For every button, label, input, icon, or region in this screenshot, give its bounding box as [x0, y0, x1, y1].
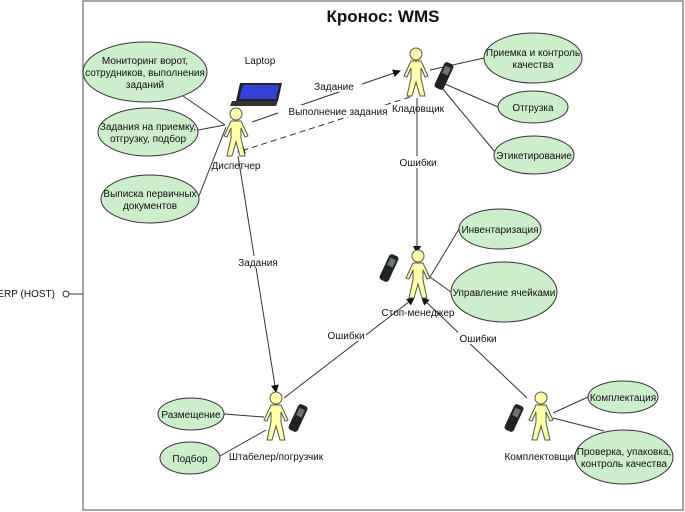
- use-case-label: Управление ячейками: [453, 288, 556, 299]
- use-case-label: Задания на приемку,: [100, 122, 196, 133]
- edge-label-errors-3: Ошибки: [459, 333, 496, 345]
- actor-stop-manager: Стоп-менеджер: [378, 249, 455, 319]
- use-case-label: сотрудников, выполнения: [85, 68, 205, 79]
- laptop-label: Laptop: [245, 56, 276, 67]
- use-case-ellipse: [587, 380, 659, 414]
- use-case-ellipse: [157, 397, 225, 431]
- use-case-ellipse: [458, 208, 542, 250]
- use-case-shipping: Отгрузка: [497, 90, 569, 124]
- use-case-labeling: Этикетирование: [493, 135, 575, 175]
- use-case-label: Отгрузка: [512, 103, 554, 114]
- use-case-label: Приемка и контроль: [486, 48, 580, 59]
- use-case-label: документов: [123, 201, 177, 212]
- edge-task: [251, 69, 401, 123]
- use-case-tasks: Задания на приемку,отгрузку, подбор: [97, 107, 199, 157]
- edge-errors-2: [283, 297, 415, 399]
- use-case-kitting: Комплектация: [587, 380, 659, 414]
- use-case-placement: Размещение: [157, 397, 225, 431]
- use-case-label: Размещение: [161, 410, 221, 421]
- use-case-ellipse: [450, 261, 558, 323]
- use-case-ellipse: [159, 441, 221, 475]
- use-case-cells: Управление ячейками: [450, 261, 558, 323]
- use-case-label: отгрузку, подбор: [110, 133, 187, 145]
- edge-label-task-done: Выполнение задания: [288, 107, 387, 118]
- use-case-ellipse: [100, 174, 200, 224]
- associations: [182, 57, 605, 457]
- erp-label: ERP (HOST): [0, 289, 55, 300]
- use-case-inventory: Инвентаризация: [458, 208, 542, 250]
- edge-label-errors-2: Ошибки: [327, 330, 364, 342]
- use-case-checking: Проверка, упаковка,контроль качества: [574, 429, 674, 485]
- edge-tasks: [237, 155, 279, 393]
- actor-label: Диспетчер: [212, 161, 261, 172]
- laptop-icon: [230, 83, 282, 106]
- use-case-ellipse: [483, 32, 583, 84]
- use-case-label: Инвентаризация: [461, 225, 538, 236]
- use-case-ellipse: [493, 135, 575, 175]
- actor-dispatcher: Диспетчер: [212, 107, 261, 172]
- use-case-label: Этикетирование: [496, 151, 572, 162]
- use-case-label: Выписка первичных: [103, 189, 196, 200]
- use-case-label: Подбор: [172, 453, 208, 465]
- edge-label-errors-1: Ошибки: [399, 157, 436, 169]
- edge-label-tasks: Задания: [238, 258, 278, 269]
- use-case-label: Комплектация: [590, 393, 656, 404]
- actor-label: Стоп-менеджер: [382, 308, 455, 319]
- use-case-ellipse: [97, 107, 199, 157]
- use-case-ellipse: [497, 90, 569, 124]
- diagram-title: Кронос: WMS: [327, 7, 440, 26]
- use-case-ellipse: [82, 41, 208, 103]
- edge-errors-3: [421, 297, 528, 399]
- use-case-monitoring: Мониторинг ворот,сотрудников, выполнения…: [82, 41, 208, 103]
- erp-interface-icon: [62, 290, 70, 298]
- actor-label: Комплектовщик: [504, 452, 578, 463]
- use-case-label: контроль качества: [581, 459, 667, 470]
- use-case-label: заданий: [126, 80, 164, 91]
- use-case-label: Мониторинг ворот,: [102, 56, 188, 67]
- use-case-selection: Подбор: [159, 441, 221, 475]
- use-case-ellipse: [574, 429, 674, 485]
- actor-storekeeper: Кладовщик: [392, 47, 455, 115]
- use-case-label: Проверка, упаковка,: [577, 447, 672, 458]
- actor-stacker: Штабелер/погрузчик: [229, 391, 324, 463]
- actor-picker: Комплектовщик: [503, 391, 578, 463]
- use-case-label: качества: [512, 60, 553, 71]
- actor-label: Кладовщик: [392, 104, 445, 115]
- actor-label: Штабелер/погрузчик: [229, 451, 324, 463]
- edge-label-task: Задание: [314, 82, 354, 93]
